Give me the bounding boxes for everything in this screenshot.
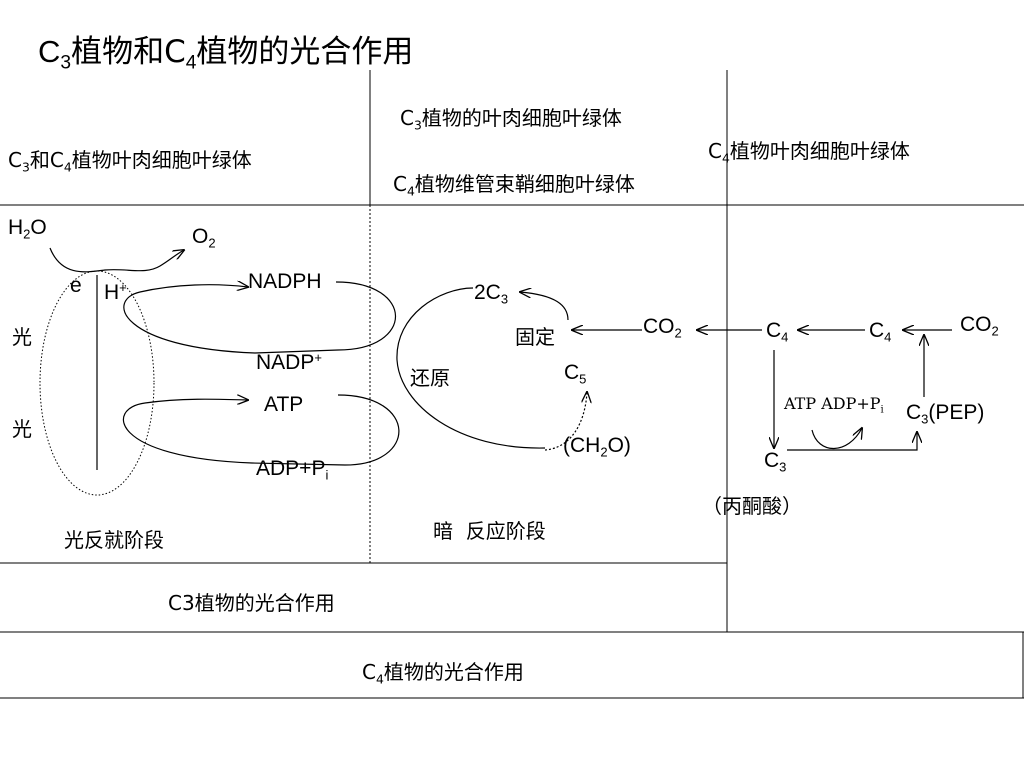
- nadp-cycle-arrow: [123, 282, 396, 354]
- thylakoid-ellipse: [39, 270, 155, 496]
- header-middle-bottom: C4植物维管束鞘细胞叶绿体: [393, 172, 635, 199]
- water-split-arrow: [49, 247, 184, 273]
- c5-regeneration-arrow: [544, 392, 587, 451]
- atp-cycle-arrow: [122, 394, 400, 466]
- label-c3-pep: C3(PEP): [906, 401, 985, 427]
- c3-to-arrow: [520, 292, 569, 321]
- label-c5: C5: [564, 361, 587, 387]
- label-co2-middle: CO2: [643, 315, 682, 341]
- table-grid: [0, 70, 1024, 699]
- footer-c4-label: C4植物的光合作用: [362, 660, 524, 687]
- label-dark-stage: 暗 反应阶段: [433, 519, 546, 543]
- label-o2: O2: [192, 225, 216, 251]
- label-nadp-plus: NADP+: [256, 349, 322, 374]
- page-title: C3植物和C4植物的光合作用: [38, 34, 414, 74]
- label-2c3: 2C3: [474, 281, 509, 307]
- label-c4-left: C4: [766, 319, 789, 345]
- label-light-2: 光: [12, 417, 32, 441]
- header-left: C3和C4植物叶肉细胞叶绿体: [8, 148, 252, 175]
- atp-adp-curl-arrow: [811, 428, 862, 450]
- label-electron: e: [70, 274, 82, 297]
- label-h-plus: H+: [104, 279, 127, 304]
- label-h2o: H2O: [8, 216, 47, 242]
- label-reduction: 还原: [410, 366, 450, 390]
- label-pyruvate: （丙酮酸）: [702, 494, 802, 518]
- label-ch2o: (CH2O): [563, 434, 631, 460]
- label-adp-pi: ADP+Pi: [256, 457, 329, 483]
- label-atp: ATP: [264, 393, 304, 416]
- calvin-cycle-arrow: [396, 287, 546, 449]
- label-atp-adp: ATP ADP+Pi: [784, 394, 884, 416]
- label-c3-pyruvate: C3: [764, 449, 787, 475]
- c3-to-pep-arrow: [787, 432, 917, 451]
- label-light-stage: 光反就阶段: [64, 528, 164, 552]
- label-nadph: NADPH: [248, 270, 322, 293]
- label-c4-right: C4: [869, 319, 892, 345]
- label-fixation: 固定: [515, 325, 555, 349]
- label-co2-right: CO2: [960, 313, 999, 339]
- footer-c3-label: C3植物的光合作用: [168, 591, 335, 615]
- label-light-1: 光: [12, 325, 32, 349]
- header-middle-top: C3植物的叶肉细胞叶绿体: [400, 106, 622, 133]
- header-right: C4植物叶肉细胞叶绿体: [708, 139, 910, 166]
